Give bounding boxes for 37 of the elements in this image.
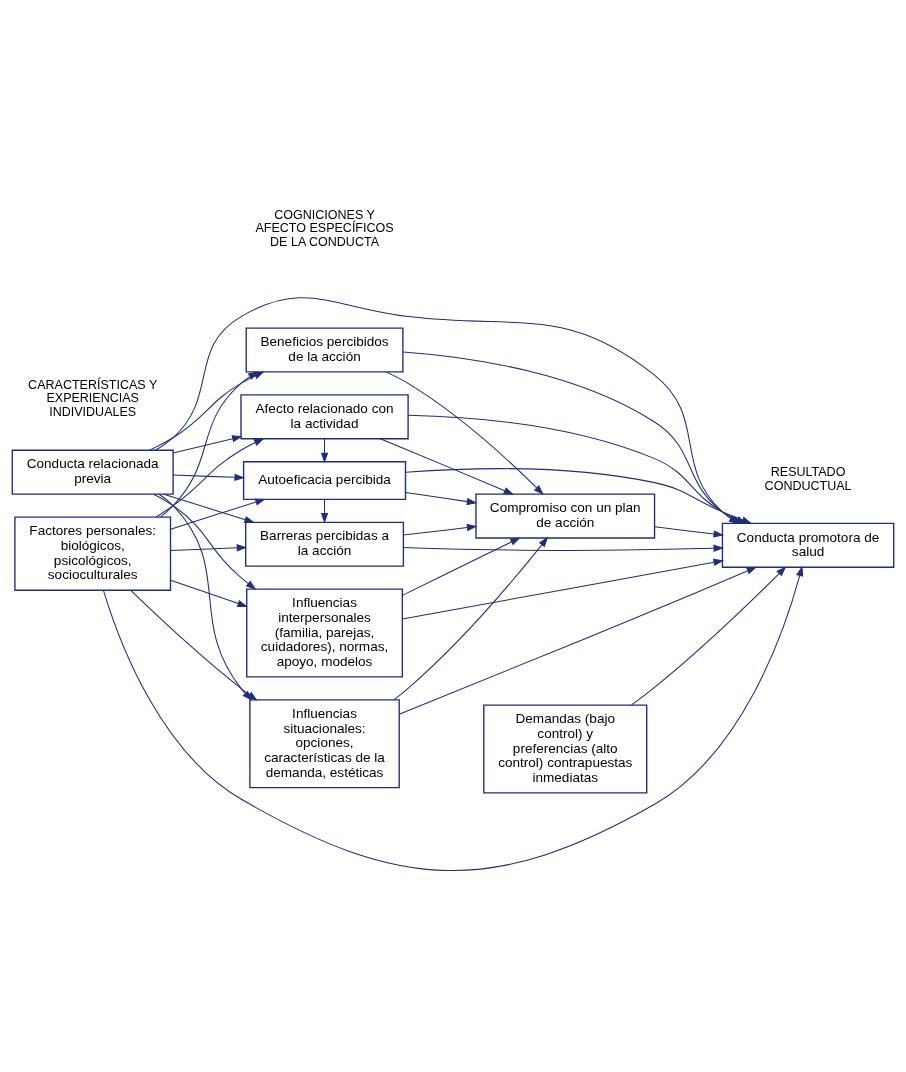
label: RESULTADO CONDUCTUAL (764, 464, 852, 493)
node-box: Influencias interpersonales (familia, parejas, cuidadores), normas, apoyo, modelos (246, 588, 404, 678)
node-box: Beneficios percibidos de la acción (245, 327, 404, 373)
arrow (401, 558, 724, 620)
arrow (153, 493, 257, 590)
arrow (172, 435, 243, 454)
arrow (403, 544, 724, 552)
label: CARACTERÍSTICAS Y EXPERIENCIAS INDIVIDUALES (28, 377, 158, 419)
arrow (163, 493, 255, 524)
arrow (320, 499, 329, 524)
arrow (170, 579, 248, 607)
arrow (401, 537, 521, 596)
node-box: Autoeficacia percibida (242, 461, 407, 500)
arrow (103, 565, 804, 872)
arrow (398, 566, 758, 715)
node-box: Factores personales: biológicos, psicológicos, socioculturales (14, 516, 172, 591)
arrow (654, 526, 724, 538)
arrow (172, 473, 245, 481)
arrow (386, 371, 544, 495)
arrow (631, 566, 787, 706)
arrow (160, 371, 259, 518)
node-box: Influencias situacionales: opciones, características de la demanda, estéticas (249, 699, 400, 789)
arrow (405, 491, 478, 506)
node-box: Barreras percibidas a la acción (245, 521, 405, 567)
node-box: Conducta promotora de salud (721, 522, 895, 568)
arrow (402, 523, 478, 536)
node-box: Conducta relacionada previa (11, 449, 174, 495)
node-box: Afecto relacionado con la actividad (240, 394, 409, 440)
label: COGNICIONES Y AFECTO ESPECÍFICOS DE LA CONDUCTA (255, 207, 394, 249)
arrow (379, 438, 515, 495)
arrow (155, 438, 265, 518)
node-box: Demandas (bajo control) y preferencias (alto control) contrapuestas inmediatas (483, 704, 648, 794)
node-box: Compromiso con un plan de acción (475, 493, 656, 539)
arrow (393, 536, 549, 701)
arrow (320, 438, 329, 464)
arrow (170, 544, 248, 552)
arrow (170, 498, 266, 530)
